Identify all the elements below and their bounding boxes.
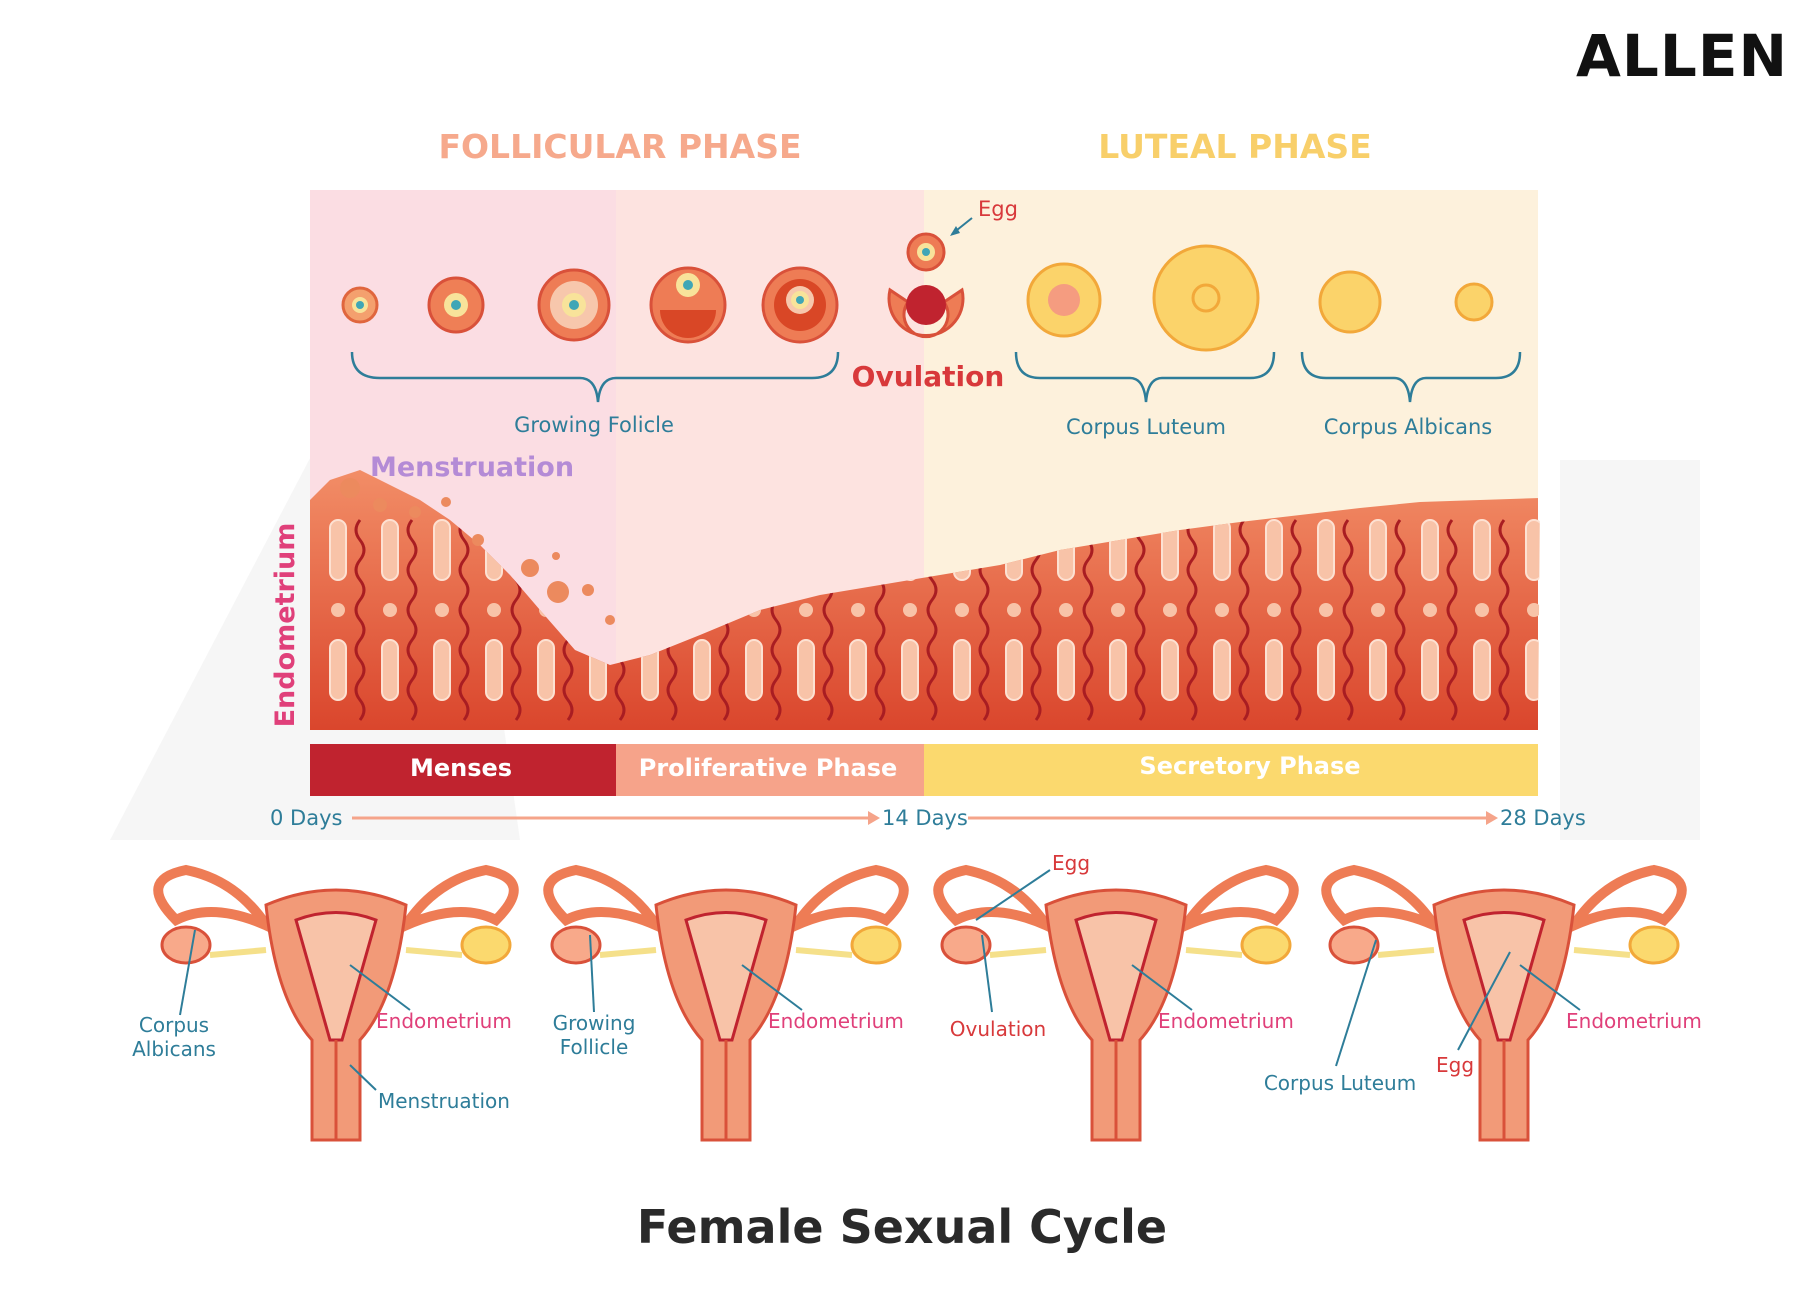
ovulation-label: Ovulation <box>852 360 1005 393</box>
menstrual-blood-drops <box>340 478 615 625</box>
timeline-mid-label: 14 Days <box>882 806 968 830</box>
corpus-albicans-brace <box>1300 351 1522 403</box>
gland-column <box>433 519 470 721</box>
egg-pointer-arrow <box>950 217 973 236</box>
egg-label: Egg <box>978 197 1018 221</box>
proliferative-band <box>616 744 924 796</box>
menses-band-label: Menses <box>410 754 512 782</box>
tertiary-follicle-icon <box>649 266 727 344</box>
gland-column <box>1525 519 1540 701</box>
corpus-albicans-large-icon <box>1318 270 1382 334</box>
uterus-illustration <box>1321 864 1687 1142</box>
follicular-phase-title: FOLLICULAR PHASE <box>438 127 801 166</box>
uterus-panel-4: Corpus Luteum Egg Endometrium <box>1264 864 1702 1142</box>
panel3-top-label: Egg <box>1052 851 1090 875</box>
gland-column <box>329 519 366 721</box>
secretory-band <box>924 744 1538 796</box>
gland-column <box>1421 519 1458 721</box>
corpus-albicans-small-icon <box>1454 282 1494 322</box>
proliferative-band-label: Proliferative Phase <box>639 754 898 782</box>
gland-column <box>1369 519 1406 721</box>
secretory-band-label: Secretory Phase <box>1139 752 1360 780</box>
panel1-extra-label: Menstruation <box>378 1089 510 1113</box>
corpus-luteum-brace <box>1014 351 1276 403</box>
corpus-albicans-label: Corpus Albicans <box>1324 415 1492 439</box>
gland-column <box>381 519 418 721</box>
graafian-follicle-icon <box>761 266 839 344</box>
panel3-left-label: Ovulation <box>950 1017 1046 1041</box>
growing-follicle-label: Growing Folicle <box>514 413 674 437</box>
brand-logo: ALLEN <box>1576 22 1788 90</box>
gland-column <box>1057 519 1094 721</box>
panel1-right-label: Endometrium <box>376 1009 512 1033</box>
corpus-luteum-early-icon <box>1026 262 1102 338</box>
gland-column <box>1213 519 1250 721</box>
corpus-luteum-mature-icon <box>1152 244 1260 352</box>
menses-band <box>310 744 616 796</box>
panel4-left-label: Corpus Luteum <box>1264 1071 1416 1095</box>
menstruation-label: Menstruation <box>370 452 574 483</box>
uterus-illustration <box>933 864 1299 1142</box>
gland-column <box>1265 519 1302 721</box>
timeline-start-label: 0 Days <box>270 806 342 830</box>
panel4-right-label: Endometrium <box>1566 1009 1702 1033</box>
timeline: 0 Days 14 Days 28 Days <box>270 806 1586 830</box>
primordial-follicle-icon <box>341 286 379 324</box>
panel4-mid-label: Egg <box>1436 1053 1474 1077</box>
panel2-right-label: Endometrium <box>768 1009 904 1033</box>
gland-column <box>1317 519 1354 721</box>
gland-column <box>1161 519 1198 721</box>
endometrium-side-label: Endometrium <box>270 523 301 728</box>
follicle-stages <box>341 217 1494 352</box>
timeline-end-label: 28 Days <box>1500 806 1586 830</box>
corpus-luteum-label: Corpus Luteum <box>1066 415 1226 439</box>
diagram-title: Female Sexual Cycle <box>636 1200 1168 1254</box>
panel3-right-label: Endometrium <box>1158 1009 1294 1033</box>
luteal-phase-title: LUTEAL PHASE <box>1098 127 1371 166</box>
ovulating-follicle-icon <box>887 232 965 339</box>
growing-follicle-brace <box>350 351 840 403</box>
primary-follicle-icon <box>427 276 485 334</box>
gland-column <box>1473 519 1510 721</box>
secondary-follicle-icon <box>537 268 611 342</box>
uterus-illustration <box>153 864 519 1142</box>
braces <box>350 351 1522 403</box>
uterus-illustration <box>543 864 909 1142</box>
uterus-panel-3: Egg Ovulation Endometrium <box>933 851 1299 1142</box>
phase-bands: Menses Proliferative Phase Secretory Pha… <box>310 744 1538 796</box>
